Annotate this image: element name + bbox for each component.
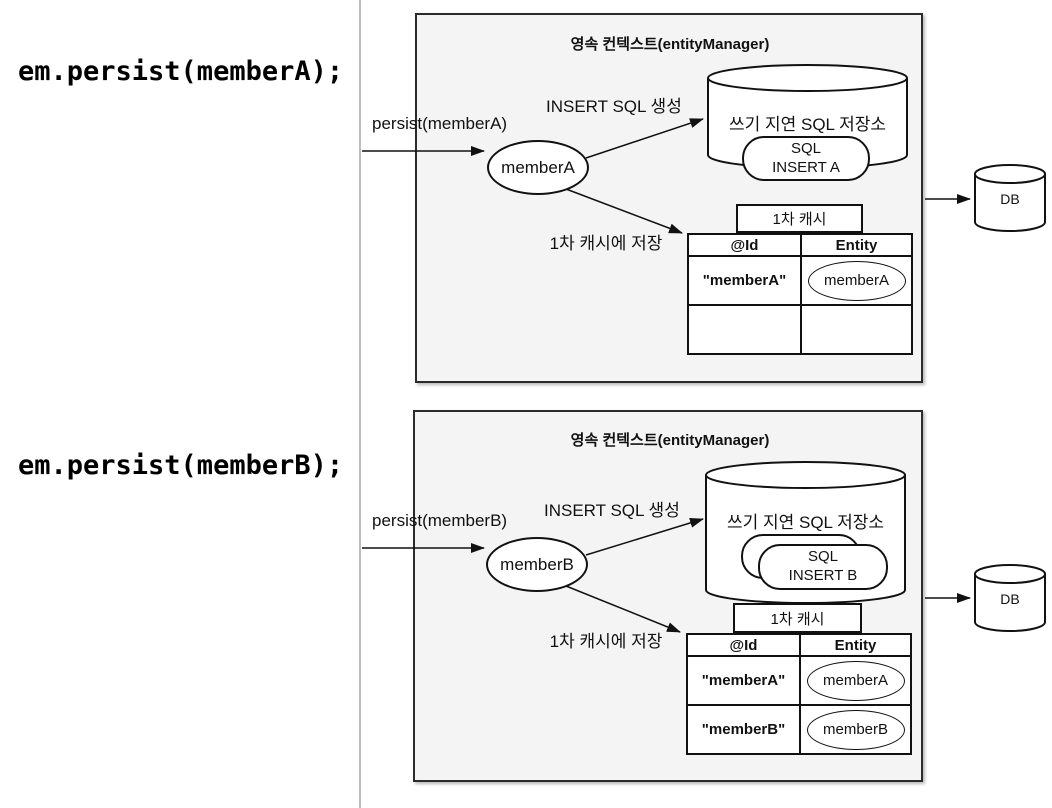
cache-table-b-header-id: @Id [729,636,758,654]
cached-entity-ellipse-a1: memberA [807,260,906,301]
cache-table-b-row2-entity: memberB [799,704,910,753]
cache-table-a-row2-id [689,304,800,353]
sql-card-line1-a: SQL [790,139,821,157]
cache-table-a-row2-entity [800,304,911,353]
save-to-cache-label-b: 1차 캐시에 저장 [549,632,663,651]
cache-table-b-row1-id: "memberA" [688,655,799,704]
sql-insert-card-b: SQL INSERT B [758,544,888,590]
first-level-cache-tag-b: 1차 캐시 [733,603,862,633]
save-to-cache-label-a: 1차 캐시에 저장 [549,234,663,253]
cached-entity-ellipse-b1: memberA [806,660,905,701]
cache-table-b-row2-id: "memberB" [688,704,799,753]
entity-ellipse-b: memberB [486,537,588,592]
sql-insert-card-a: SQL INSERT A [742,136,870,181]
cache-table-b-row1-entity: memberA [799,655,910,704]
persistence-context-title-b: 영속 컨텍스트(entityManager) [570,432,770,449]
sql-card-line2-a: INSERT A [772,158,840,176]
sql-card-line1-b: SQL [807,548,838,566]
persist-call-label-a: persist(memberA) [372,114,508,133]
db-label-a: DB [1000,191,1020,207]
insert-sql-label-a: INSERT SQL 생성 [546,97,682,116]
cache-table-a-header-id: @Id [730,236,759,254]
code-statement-a: em.persist(memberA); [18,56,344,87]
insert-sql-label-b: INSERT SQL 생성 [544,501,680,520]
persist-call-label-b: persist(memberB) [372,511,508,530]
db-label-b: DB [1000,591,1020,607]
cache-table-a: @Id Entity "memberA" memberA [687,233,913,355]
persistence-context-title-a: 영속 컨텍스트(entityManager) [570,36,770,53]
cache-table-b: @Id Entity "memberA" memberA "memberB" m… [686,633,912,755]
write-behind-storage-label-a: 쓰기 지연 SQL 저장소 [728,115,887,134]
column-divider-line [359,0,361,808]
write-behind-storage-label-b: 쓰기 지연 SQL 저장소 [726,513,885,532]
cache-table-b-header-entity: Entity [799,635,910,655]
cache-table-a-header-entity: Entity [800,235,911,255]
entity-ellipse-a: memberA [487,140,589,195]
cache-table-a-row1-entity: memberA [800,255,911,304]
cached-entity-ellipse-b2: memberB [806,709,905,750]
cache-table-a-row1-id: "memberA" [689,255,800,304]
code-statement-b: em.persist(memberB); [18,450,344,481]
first-level-cache-tag-a: 1차 캐시 [736,204,863,233]
sql-card-line2-b: INSERT B [788,567,858,584]
